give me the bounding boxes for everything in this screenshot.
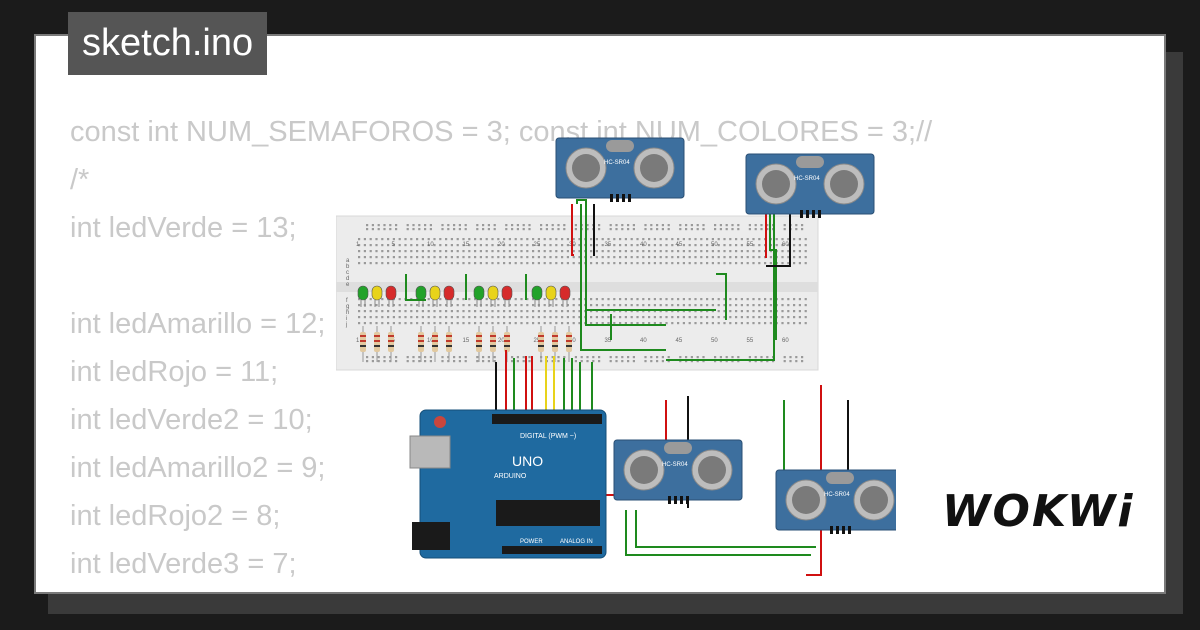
led-green	[531, 285, 543, 307]
breadboard-column-number: 15	[463, 242, 470, 248]
code-line: int ledVerde3 = 7;	[70, 548, 297, 580]
ultrasonic-sensor: HC-SR04	[775, 469, 896, 534]
code-line: int ledVerde = 13;	[70, 212, 297, 244]
breadboard-column-number: 50	[711, 338, 718, 344]
breadboard-row-letter: h	[346, 310, 349, 316]
resistor	[388, 326, 394, 362]
code-line: int ledAmarillo2 = 9;	[70, 452, 326, 484]
sketch-title: sketch.ino	[68, 12, 268, 75]
circuit-diagram: 1155101015152020252530303535404045455050…	[336, 137, 896, 576]
wokwi-logo: WOKWi	[942, 486, 1135, 537]
breadboard-column-number: 15	[463, 338, 470, 344]
led-yellow	[371, 285, 383, 307]
resistor	[446, 326, 452, 362]
breadboard-column-number: 5	[392, 242, 396, 248]
resistor	[360, 326, 366, 362]
breadboard-column-number: 35	[605, 338, 612, 344]
led-red	[559, 285, 571, 307]
sensor-label: HC-SR04	[794, 176, 820, 182]
code-preview: const int NUM_SEMAFOROS = 3; const int N…	[70, 108, 933, 592]
sensor-label: HC-SR04	[662, 462, 688, 468]
resistor	[566, 326, 572, 362]
led-green	[473, 285, 485, 307]
breadboard-column-number: 50	[711, 242, 718, 248]
resistor	[490, 326, 496, 362]
breadboard-row-letter: d	[346, 276, 349, 282]
code-line: const int NUM_SEMAFOROS = 3; const int N…	[70, 116, 933, 148]
breadboard-column-number: 25	[534, 338, 541, 344]
breadboard-row-letter: i	[346, 316, 347, 322]
breadboard-column-number: 60	[782, 242, 789, 248]
led-red	[385, 285, 397, 307]
breadboard-row-letter: e	[346, 282, 350, 288]
led-red	[501, 285, 513, 307]
arduino-uno-board: DIGITAL (PWM ~) UNO ARDUINO POWER ANALOG…	[409, 409, 607, 559]
breadboard-column-number: 45	[676, 242, 683, 248]
led-green	[357, 285, 369, 307]
code-line: int ledVerde2 = 10;	[70, 404, 313, 436]
breadboard-column-number: 55	[747, 242, 754, 248]
breadboard-column-number: 20	[498, 242, 505, 248]
model-label: UNO	[512, 453, 543, 469]
code-line: int ledRojo2 = 8;	[70, 500, 281, 532]
sensor-label: HC-SR04	[824, 492, 850, 498]
ultrasonic-sensor: HC-SR04	[613, 439, 743, 504]
breadboard: 1155101015152020252530303535404045455050…	[336, 215, 819, 371]
breadboard-row-letter: b	[346, 264, 350, 270]
breadboard-row-letter: f	[346, 298, 348, 304]
analog-label: ANALOG IN	[560, 539, 593, 545]
breadboard-column-number: 55	[747, 338, 754, 344]
preview-card: const int NUM_SEMAFOROS = 3; const int N…	[34, 34, 1166, 594]
breadboard-column-number: 40	[640, 338, 647, 344]
breadboard-column-number: 40	[640, 242, 647, 248]
breadboard-column-number: 45	[676, 338, 683, 344]
resistor	[418, 326, 424, 362]
breadboard-column-number: 35	[605, 242, 612, 248]
led-yellow	[545, 285, 557, 307]
breadboard-column-number: 25	[534, 242, 541, 248]
code-line: int ledAmarillo = 12;	[70, 308, 326, 340]
breadboard-column-number: 10	[427, 338, 434, 344]
breadboard-row-letter: a	[346, 258, 350, 264]
brand-label: ARDUINO	[494, 473, 527, 480]
ultrasonic-sensor: HC-SR04	[745, 153, 875, 218]
traffic-light-leds	[357, 285, 571, 307]
code-line: int ledRojo = 11;	[70, 356, 279, 388]
code-line: /*	[70, 164, 90, 196]
resistor	[538, 326, 544, 362]
resistor	[432, 326, 438, 362]
resistor	[374, 326, 380, 362]
breadboard-column-number: 1	[356, 242, 360, 248]
resistors	[360, 326, 572, 362]
breadboard-row-letter: j	[345, 322, 347, 328]
ultrasonic-sensor: HC-SR04	[555, 137, 685, 202]
led-red	[443, 285, 455, 307]
breadboard-row-letter: c	[346, 270, 349, 276]
breadboard-column-number: 10	[427, 242, 434, 248]
breadboard-column-number: 30	[569, 338, 576, 344]
breadboard-column-number: 1	[356, 338, 360, 344]
breadboard-column-number: 20	[498, 338, 505, 344]
digital-label: DIGITAL (PWM ~)	[520, 433, 576, 440]
led-yellow	[487, 285, 499, 307]
resistor	[476, 326, 482, 362]
breadboard-column-number: 60	[782, 338, 789, 344]
led-yellow	[429, 285, 441, 307]
power-label: POWER	[520, 539, 543, 545]
sensor-label: HC-SR04	[604, 160, 630, 166]
breadboard-row-letter: g	[346, 304, 349, 310]
